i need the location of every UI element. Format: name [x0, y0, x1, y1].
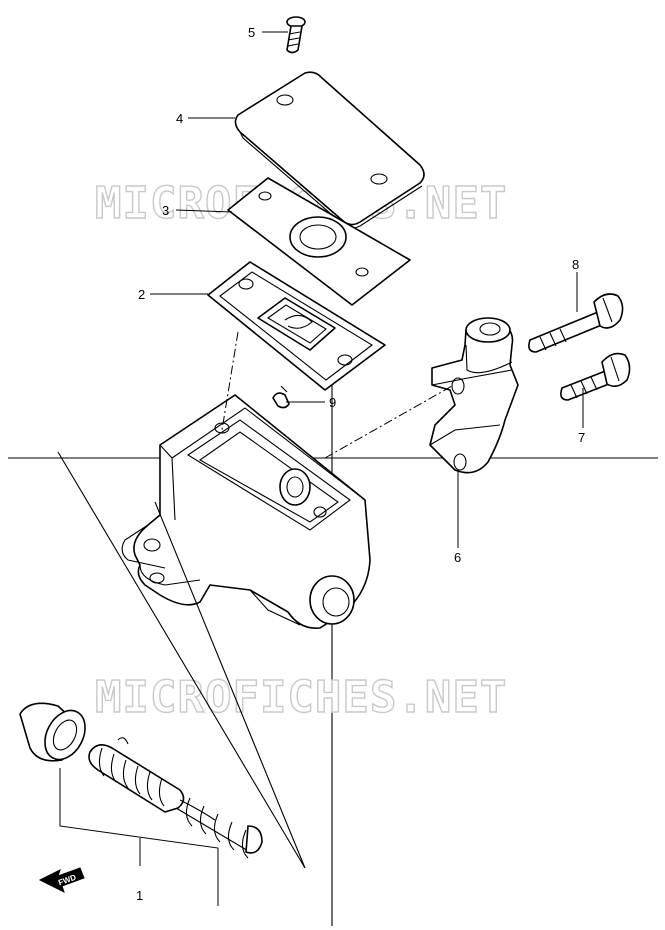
part-2-diaphragm	[207, 261, 386, 391]
master-cylinder-body	[121, 394, 371, 629]
callout-8: 8	[572, 257, 579, 272]
part-3-plate	[227, 177, 411, 306]
part-1-bracket	[59, 768, 219, 906]
callout-6: 6	[454, 550, 461, 565]
part-5-screw	[286, 16, 306, 54]
callout-3: 3	[162, 203, 169, 218]
part-7-short-bolt	[560, 352, 631, 401]
callout-4: 4	[176, 111, 183, 126]
callout-2: 2	[138, 287, 145, 302]
leader-3	[175, 209, 233, 213]
callout-9: 9	[329, 395, 336, 410]
part-1-piston-set	[19, 702, 263, 859]
callout-7: 7	[578, 430, 585, 445]
forward-direction-arrow: FWD	[38, 867, 85, 893]
callout-5: 5	[248, 25, 255, 40]
part-8-long-bolt	[528, 293, 624, 353]
part-6-holder-clamp	[429, 317, 519, 474]
watermark-bottom: MICROFICHES.NET	[95, 672, 507, 723]
part-9-clip	[272, 385, 290, 409]
callout-1: 1	[136, 888, 143, 903]
assembly-triangle	[57, 451, 306, 869]
alignment-line-holder	[324, 385, 453, 459]
